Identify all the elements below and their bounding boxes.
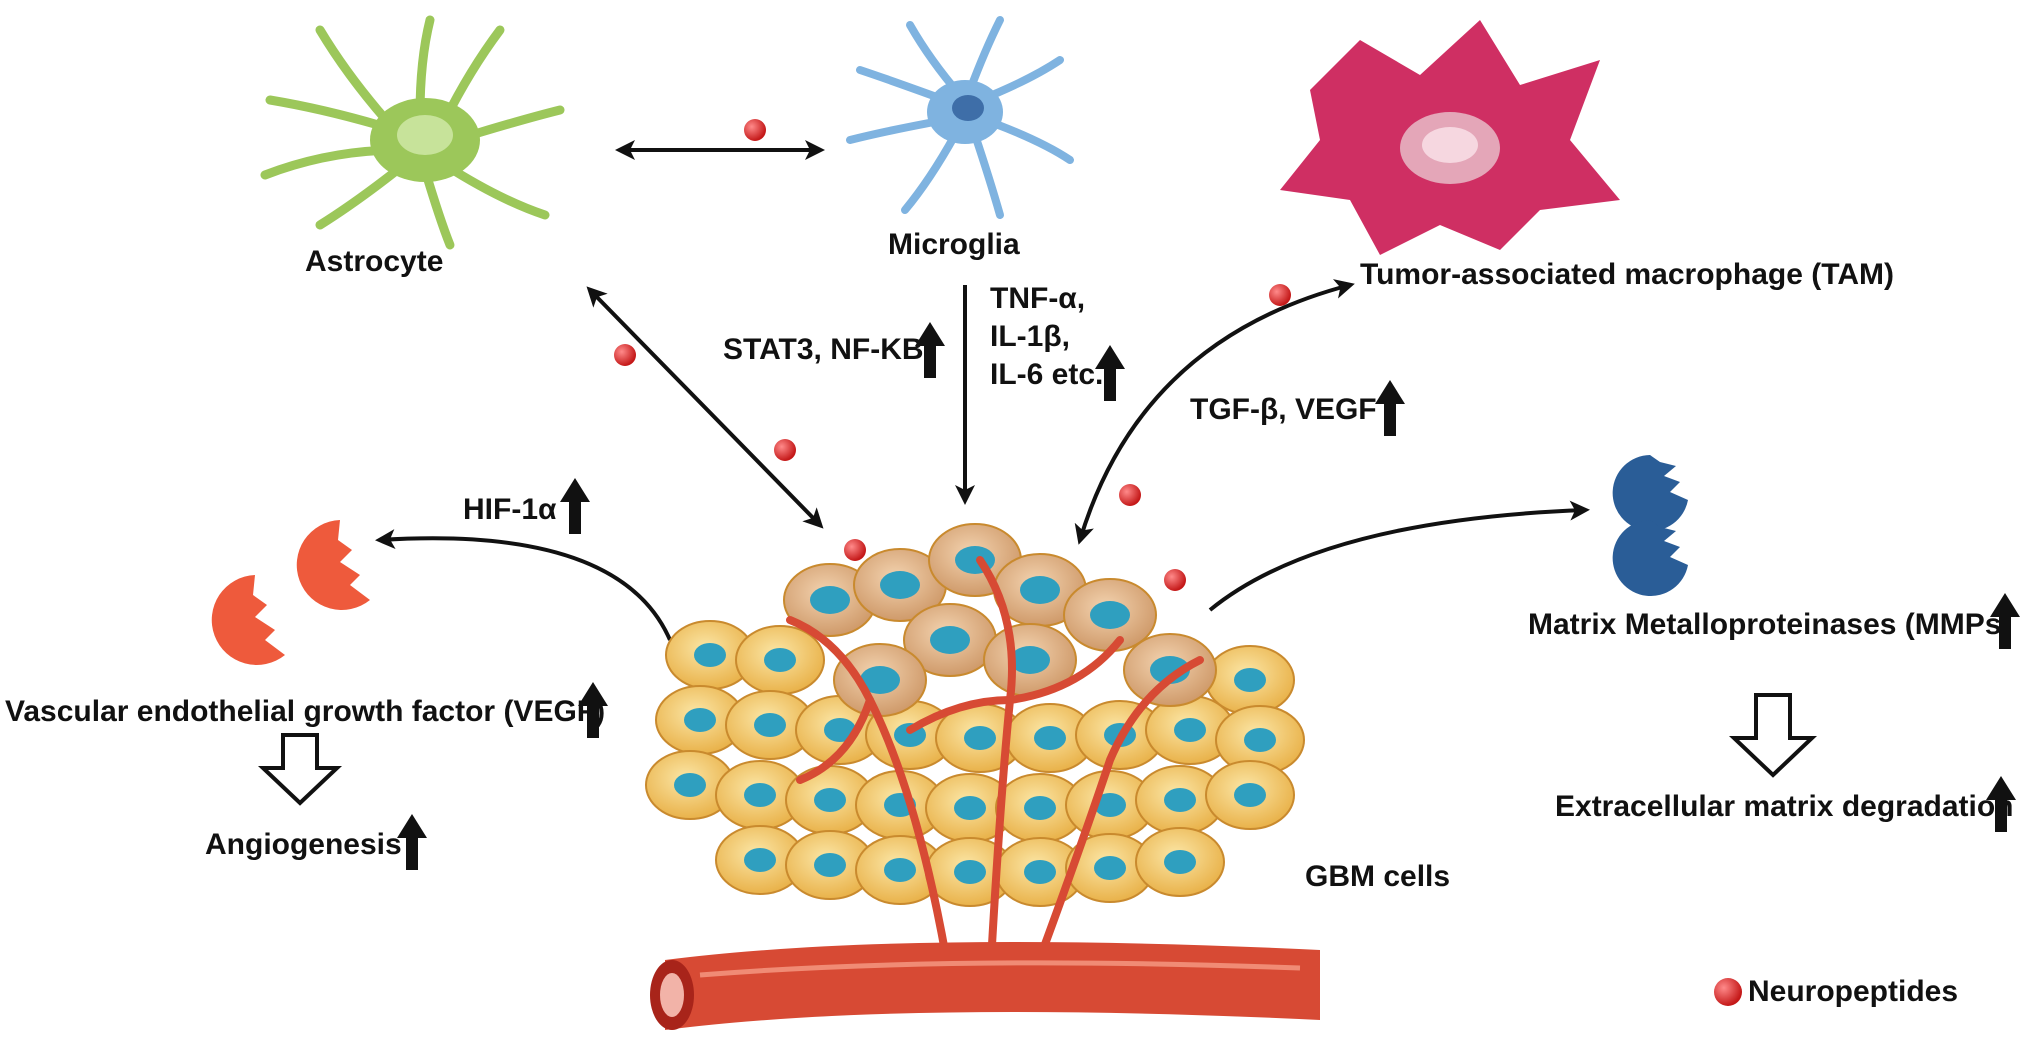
mmp-protein-icon: [1612, 455, 1688, 596]
astrocyte-label: Astrocyte: [305, 245, 444, 278]
il1-label: IL-1β,: [990, 320, 1070, 353]
il6-label: IL-6 etc.: [990, 358, 1104, 391]
microglia-cell-icon: [846, 16, 1074, 219]
mmps-label: Matrix Metalloproteinases (MMPs): [1528, 608, 2012, 641]
neuropeptide-dot-icon: [1164, 569, 1186, 591]
up-arrow-icon: [1095, 345, 1125, 401]
hif-label: HIF-1α: [463, 493, 557, 526]
stat3-label: STAT3, NF-KB: [723, 333, 924, 366]
up-arrow-icon: [1990, 593, 2020, 649]
up-arrow-icon: [1986, 776, 2016, 832]
legend-neuropeptide-dot-icon: [1714, 978, 1742, 1006]
vegf-protein-icon: [211, 520, 370, 665]
neuropeptide-dot-icon: [1269, 284, 1291, 306]
neuropeptide-dot-icon: [1119, 484, 1141, 506]
vegf-label: Vascular endothelial growth factor (VEGF…: [5, 695, 606, 728]
neuropeptide-dot-icon: [614, 344, 636, 366]
tam-cell-icon: [1280, 20, 1620, 255]
neuropeptide-dot-icon: [774, 439, 796, 461]
tnf-label: TNF-α,: [990, 282, 1086, 315]
tgf-label: TGF-β, VEGF: [1190, 393, 1377, 426]
angiogenesis-label: Angiogenesis: [205, 828, 402, 861]
gbm-label: GBM cells: [1305, 860, 1451, 893]
neuropeptide-dots: [614, 119, 1291, 591]
ecm-label: Extracellular matrix degradation: [1555, 790, 2014, 823]
gbm-tumor-icon: [645, 523, 1305, 989]
hollow-down-arrow-icon: [257, 733, 343, 806]
neuropeptide-dot-icon: [844, 539, 866, 561]
up-arrow-icon: [578, 682, 608, 738]
up-arrow-icon: [915, 322, 945, 378]
up-arrow-icon: [1375, 380, 1405, 436]
up-arrow-icon: [560, 478, 590, 534]
up-arrow-icon: [397, 814, 427, 870]
legend-label: Neuropeptides: [1748, 975, 1959, 1008]
astrocyte-cell-icon: [260, 15, 565, 250]
interaction-arrows: [375, 140, 1590, 641]
microglia-label: Microglia: [888, 228, 1020, 261]
hollow-down-arrow-icon: [1728, 693, 1818, 778]
neuropeptide-dot-icon: [744, 119, 766, 141]
blood-vessel-icon: [650, 942, 1320, 1030]
tam-label: Tumor-associated macrophage (TAM): [1360, 258, 1894, 291]
